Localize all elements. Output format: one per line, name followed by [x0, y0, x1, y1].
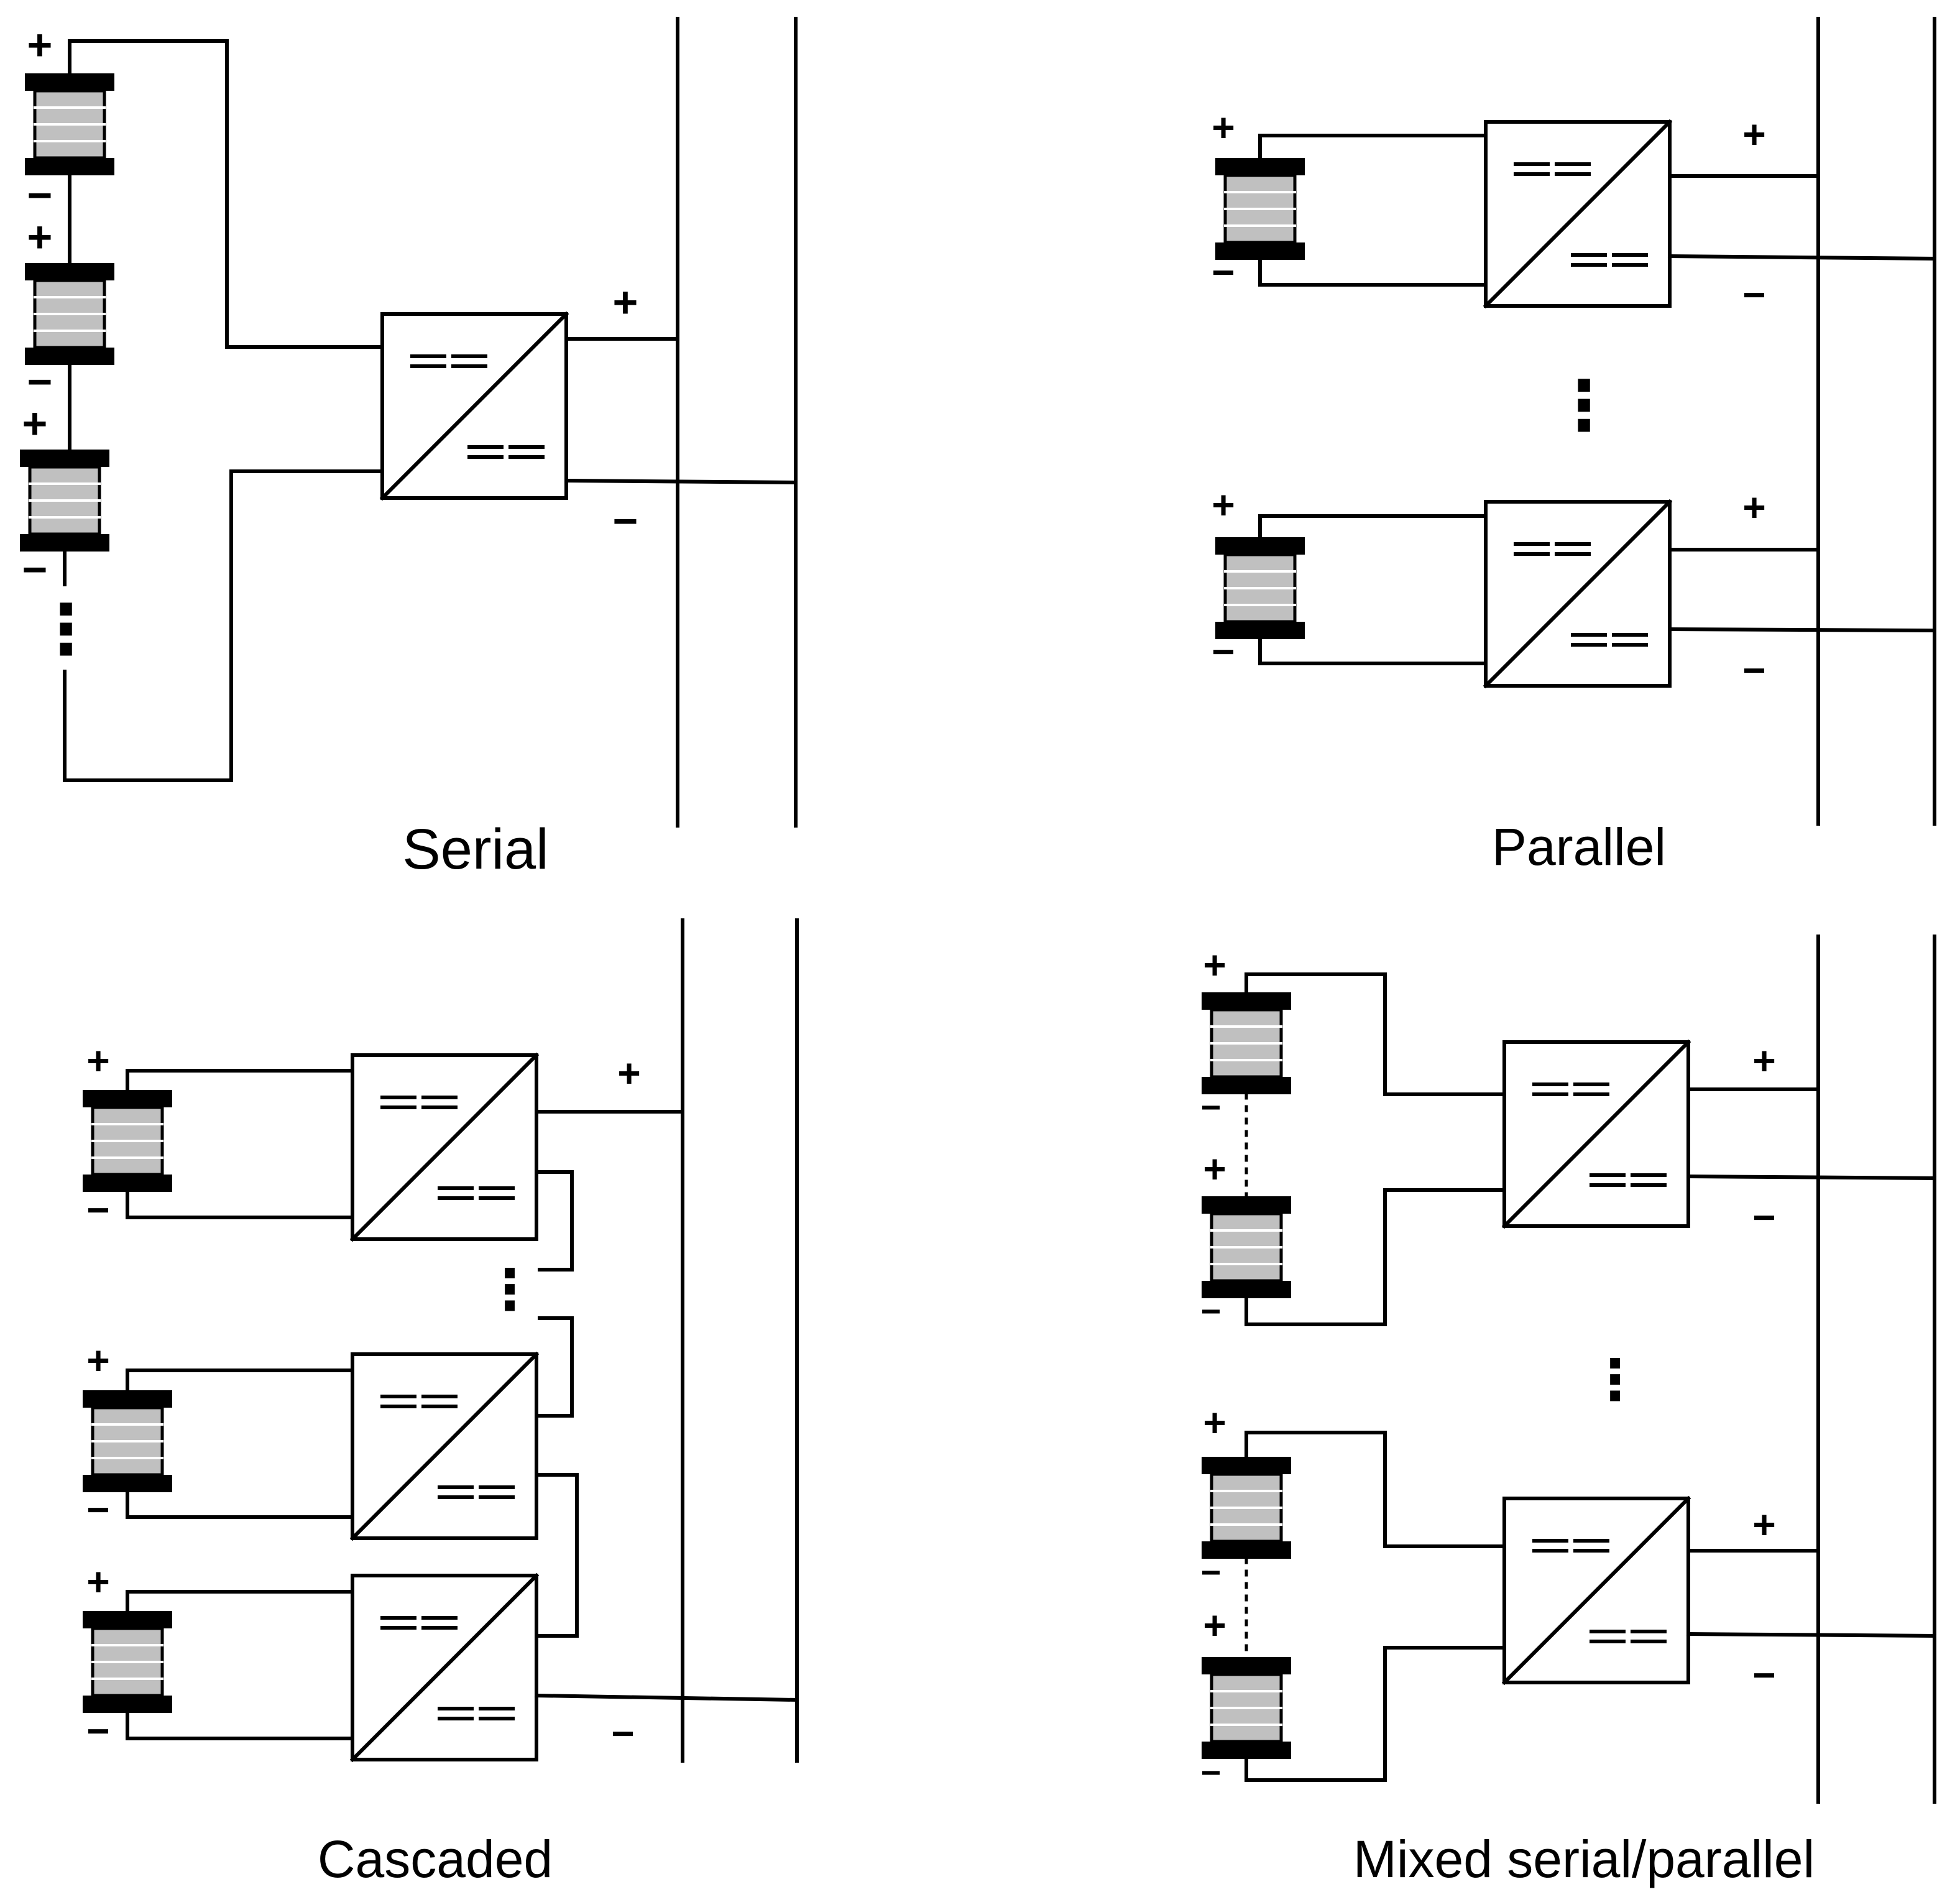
minus-label: − [1201, 1087, 1222, 1127]
battery-cell-icon [83, 1611, 172, 1713]
minus-label: − [1752, 1195, 1775, 1240]
minus-label: − [611, 1711, 634, 1756]
serial-panel [20, 17, 798, 828]
plus-label: + [1752, 1502, 1775, 1547]
minus-label: − [86, 1487, 109, 1532]
battery-cell-icon [83, 1390, 172, 1492]
caption-mixed: Mixed serial/parallel [1353, 1830, 1815, 1888]
dc-dc-converter-icon [1486, 502, 1670, 686]
plus-label: + [1203, 1400, 1226, 1445]
minus-label: − [22, 545, 48, 594]
caption-parallel: Parallel [1491, 818, 1667, 876]
minus-label: − [1752, 1653, 1775, 1697]
dc-dc-converter-icon [352, 1354, 536, 1538]
battery-cell-icon [1202, 1457, 1291, 1559]
minus-label: − [1212, 250, 1235, 295]
plus-label: + [1203, 943, 1226, 987]
parallel-panel [1215, 17, 1937, 826]
plus-label: + [86, 1338, 109, 1383]
plus-label: + [1742, 485, 1765, 530]
minus-label: − [1201, 1553, 1222, 1592]
caption-serial: Serial [402, 818, 549, 881]
minus-label: − [1212, 629, 1235, 674]
plus-label: + [1203, 1147, 1226, 1191]
battery-cell-icon [20, 450, 109, 552]
battery-cell-icon [1215, 158, 1305, 260]
plus-label: + [1742, 112, 1765, 157]
plus-label: + [1203, 1603, 1226, 1648]
ellipsis-label: ⋮ [1550, 367, 1618, 444]
dc-dc-converter-icon [352, 1576, 536, 1760]
plus-label: + [86, 1038, 109, 1083]
plus-label: + [22, 399, 48, 448]
battery-cell-icon [25, 263, 114, 365]
minus-label: − [1742, 272, 1765, 317]
ellipsis-label: ⋮ [1587, 1349, 1643, 1411]
plus-label: + [1212, 105, 1235, 150]
battery-cell-icon [1202, 1657, 1291, 1759]
plus-label: + [27, 213, 53, 261]
minus-label: − [1201, 1753, 1222, 1792]
plus-label: + [27, 21, 53, 69]
plus-label: + [86, 1559, 109, 1604]
ellipsis-label: ⋮ [32, 591, 100, 668]
dc-dc-converter-icon [1504, 1498, 1688, 1682]
dc-dc-converter-icon [382, 314, 566, 498]
cascaded-panel [83, 918, 799, 1763]
minus-label: − [86, 1188, 109, 1232]
minus-label: − [1742, 648, 1765, 693]
battery-cell-icon [1202, 1196, 1291, 1298]
dc-dc-converter-icon [1486, 122, 1670, 306]
minus-label: − [27, 171, 53, 219]
plus-label: + [617, 1051, 640, 1096]
mixed-panel [1202, 935, 1937, 1804]
caption-cascaded: Cascaded [317, 1830, 553, 1888]
ellipsis-label: ⋮ [482, 1259, 538, 1321]
dc-dc-converter-icon [352, 1055, 536, 1239]
plus-label: + [613, 278, 638, 326]
dc-dc-converter-icon [1504, 1042, 1688, 1226]
minus-label: − [1201, 1291, 1222, 1331]
battery-cell-icon [1215, 537, 1305, 639]
minus-label: − [86, 1709, 109, 1753]
battery-cell-icon [1202, 992, 1291, 1094]
plus-label: + [1212, 482, 1235, 527]
battery-cell-icon [83, 1090, 172, 1192]
minus-label: − [27, 358, 53, 406]
plus-label: + [1752, 1038, 1775, 1083]
minus-label: − [613, 497, 638, 545]
battery-cell-icon [25, 73, 114, 175]
